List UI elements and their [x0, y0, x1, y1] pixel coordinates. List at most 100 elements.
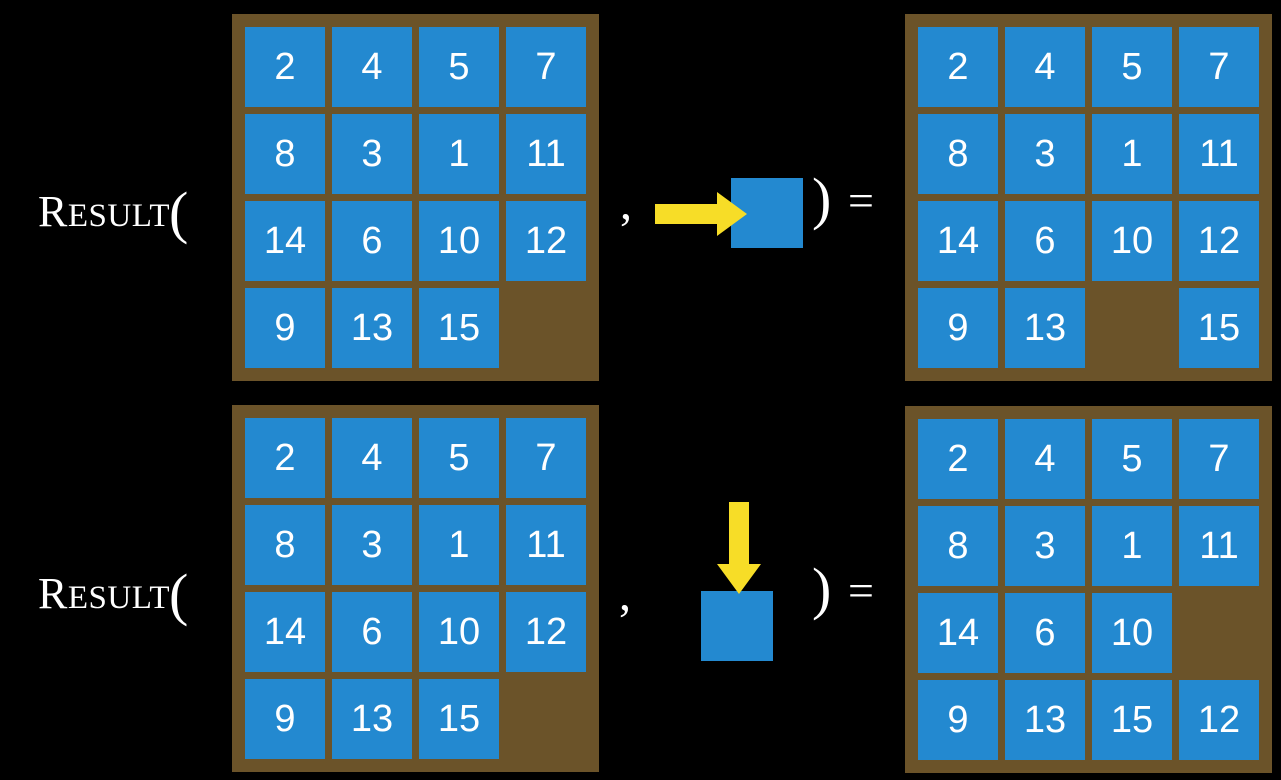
- tile[interactable]: 3: [1005, 506, 1085, 586]
- tile[interactable]: 7: [506, 418, 586, 498]
- grid-cell: 15: [1092, 680, 1172, 760]
- tile[interactable]: 13: [332, 288, 412, 368]
- tile[interactable]: 3: [1005, 114, 1085, 194]
- tile[interactable]: 10: [1092, 593, 1172, 673]
- grid-cell-blank[interactable]: [1092, 288, 1172, 368]
- tile[interactable]: 6: [332, 592, 412, 672]
- tile[interactable]: 8: [918, 506, 998, 586]
- tile[interactable]: 11: [1179, 506, 1259, 586]
- tile[interactable]: 14: [245, 201, 325, 281]
- grid-cell: 1: [1092, 506, 1172, 586]
- tile[interactable]: 7: [506, 27, 586, 107]
- grid-cell: 8: [918, 114, 998, 194]
- tile[interactable]: 7: [1179, 419, 1259, 499]
- grid-cell: 8: [245, 114, 325, 194]
- tile[interactable]: 4: [1005, 419, 1085, 499]
- tile[interactable]: 2: [918, 419, 998, 499]
- input-board-row1[interactable]: 2 4 5 7 8 3 1 11 14 6 10 12 9 13 15: [232, 14, 599, 381]
- tile[interactable]: 7: [1179, 27, 1259, 107]
- tile[interactable]: 11: [1179, 114, 1259, 194]
- grid-cell: 5: [1092, 419, 1172, 499]
- arrow-down-icon: [717, 502, 761, 594]
- argument-separator-comma-row2: ,: [619, 568, 631, 621]
- tile[interactable]: 4: [1005, 27, 1085, 107]
- tile[interactable]: 9: [918, 680, 998, 760]
- tile[interactable]: 12: [506, 592, 586, 672]
- grid-cell: 3: [332, 505, 412, 585]
- grid-cell: 14: [918, 593, 998, 673]
- grid-cell: 6: [1005, 593, 1085, 673]
- tile[interactable]: 13: [1005, 288, 1085, 368]
- tile[interactable]: 14: [918, 593, 998, 673]
- tile[interactable]: 1: [1092, 506, 1172, 586]
- tile[interactable]: 8: [918, 114, 998, 194]
- grid-cell: 8: [918, 506, 998, 586]
- tile[interactable]: 12: [1179, 680, 1259, 760]
- grid-cell: 1: [419, 505, 499, 585]
- tile[interactable]: 8: [245, 505, 325, 585]
- tile[interactable]: 6: [1005, 593, 1085, 673]
- result-label-first-letter-row1: R: [38, 187, 68, 236]
- tile[interactable]: 9: [245, 679, 325, 759]
- operand-blank-square-icon[interactable]: [701, 591, 773, 661]
- tile[interactable]: 11: [506, 505, 586, 585]
- grid-cell-blank[interactable]: [1179, 593, 1259, 673]
- output-board-row2[interactable]: 2 4 5 7 8 3 1 11 14 6 10 9 13 15 12: [905, 406, 1272, 773]
- grid-cell-blank[interactable]: [506, 679, 586, 759]
- tile[interactable]: 5: [1092, 27, 1172, 107]
- grid-cell: 7: [506, 418, 586, 498]
- tile[interactable]: 15: [419, 288, 499, 368]
- input-board-row2[interactable]: 2 4 5 7 8 3 1 11 14 6 10 12 9 13 15: [232, 405, 599, 772]
- argument-separator-comma-row1: ,: [620, 177, 632, 230]
- tile[interactable]: 3: [332, 505, 412, 585]
- tile[interactable]: 1: [419, 114, 499, 194]
- tile[interactable]: 15: [419, 679, 499, 759]
- tile[interactable]: 14: [918, 201, 998, 281]
- tile[interactable]: 12: [506, 201, 586, 281]
- puzzle-grid: 2 4 5 7 8 3 1 11 14 6 10 12 9 13 15: [918, 27, 1259, 368]
- operand-move-down[interactable]: [690, 502, 810, 665]
- grid-cell: 10: [1092, 593, 1172, 673]
- tile[interactable]: 5: [419, 418, 499, 498]
- tile[interactable]: 9: [245, 288, 325, 368]
- tile[interactable]: 5: [1092, 419, 1172, 499]
- tile[interactable]: 10: [1092, 201, 1172, 281]
- tile[interactable]: 10: [419, 592, 499, 672]
- grid-cell: 3: [332, 114, 412, 194]
- tile[interactable]: 2: [245, 418, 325, 498]
- tile[interactable]: 15: [1179, 288, 1259, 368]
- grid-cell: 10: [1092, 201, 1172, 281]
- output-board-row1[interactable]: 2 4 5 7 8 3 1 11 14 6 10 12 9 13 15: [905, 14, 1272, 381]
- equation-row-move-down: RESULT( 2 4 5 7 8 3 1 11 14 6 10 12 9 13…: [0, 390, 1281, 780]
- grid-cell: 11: [1179, 506, 1259, 586]
- tile[interactable]: 13: [332, 679, 412, 759]
- tile[interactable]: 10: [419, 201, 499, 281]
- close-paren-row2: ): [812, 556, 832, 621]
- tile[interactable]: 14: [245, 592, 325, 672]
- tile[interactable]: 2: [245, 27, 325, 107]
- operand-move-right[interactable]: [650, 170, 810, 270]
- tile[interactable]: 4: [332, 418, 412, 498]
- tile[interactable]: 9: [918, 288, 998, 368]
- tile[interactable]: 12: [1179, 201, 1259, 281]
- grid-cell-blank[interactable]: [506, 288, 586, 368]
- grid-cell: 6: [1005, 201, 1085, 281]
- tile[interactable]: 4: [332, 27, 412, 107]
- tile[interactable]: 3: [332, 114, 412, 194]
- tile[interactable]: 15: [1092, 680, 1172, 760]
- grid-cell: 5: [419, 418, 499, 498]
- grid-cell: 6: [332, 592, 412, 672]
- tile[interactable]: 6: [332, 201, 412, 281]
- tile[interactable]: 11: [506, 114, 586, 194]
- grid-cell: 4: [332, 27, 412, 107]
- tile[interactable]: 8: [245, 114, 325, 194]
- tile[interactable]: 2: [918, 27, 998, 107]
- tile[interactable]: 6: [1005, 201, 1085, 281]
- tile[interactable]: 13: [1005, 680, 1085, 760]
- tile[interactable]: 1: [1092, 114, 1172, 194]
- tile[interactable]: 5: [419, 27, 499, 107]
- tile[interactable]: 1: [419, 505, 499, 585]
- grid-cell: 13: [1005, 288, 1085, 368]
- grid-cell: 7: [506, 27, 586, 107]
